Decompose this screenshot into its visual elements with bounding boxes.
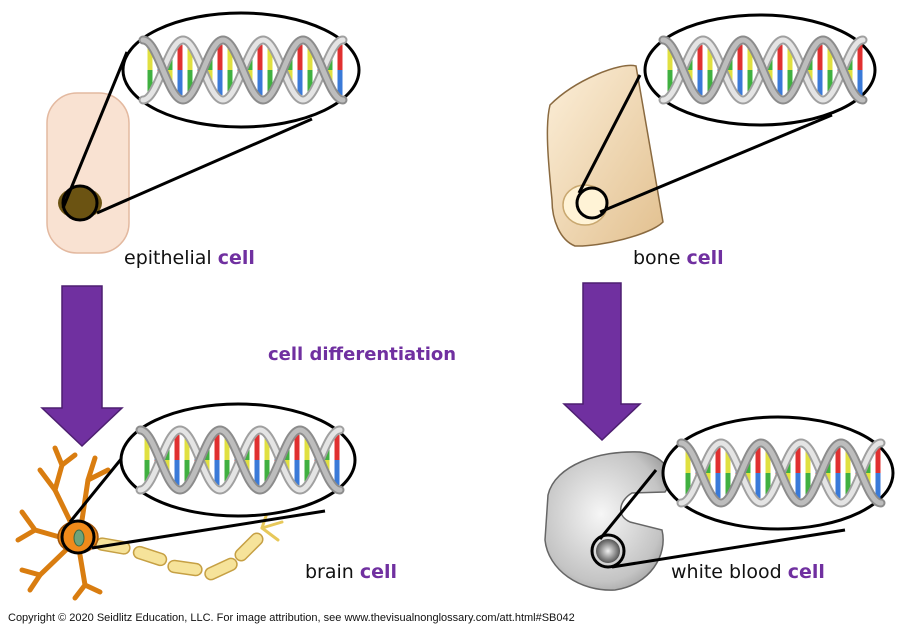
dna-helix-icon	[658, 35, 868, 105]
wbc-word: white blood	[671, 561, 782, 583]
copyright-footer: Copyright © 2020 Seidlitz Education, LLC…	[8, 612, 575, 624]
dna-zoom-bone	[643, 13, 877, 127]
arrow-bone-to-wbc	[562, 282, 642, 442]
arrow-epithelial-to-brain	[40, 285, 124, 448]
dna-zoom-brain	[119, 402, 357, 518]
dna-helix-icon	[138, 35, 348, 105]
brain-cell-label: brain cell	[305, 561, 397, 583]
epithelial-cell-label: epithelial cell	[124, 247, 255, 269]
brain-cell	[15, 445, 326, 601]
bone-word: bone	[633, 247, 681, 269]
bone-cell	[546, 64, 833, 247]
center-title: cell differentiation	[268, 344, 457, 365]
bone-cell-label: bone cell	[633, 247, 724, 269]
dna-zoom-wbc	[661, 415, 895, 531]
neuron-nucleus	[73, 529, 85, 547]
epithelial-cell	[46, 51, 313, 254]
epithelial-word: epithelial	[124, 247, 212, 269]
wbc-nucleus	[596, 539, 620, 563]
cell-word: cell	[787, 561, 825, 583]
brain-word: brain	[305, 561, 354, 583]
cell-word: cell	[686, 247, 724, 269]
dna-helix-icon	[676, 438, 886, 508]
cell-word: cell	[359, 561, 398, 583]
white-blood-cell	[544, 451, 846, 591]
cell-word: cell	[217, 247, 255, 269]
dna-helix-icon	[135, 425, 345, 495]
wbc-cell-label: white blood cell	[671, 561, 825, 583]
dna-zoom-epithelial	[121, 11, 361, 129]
